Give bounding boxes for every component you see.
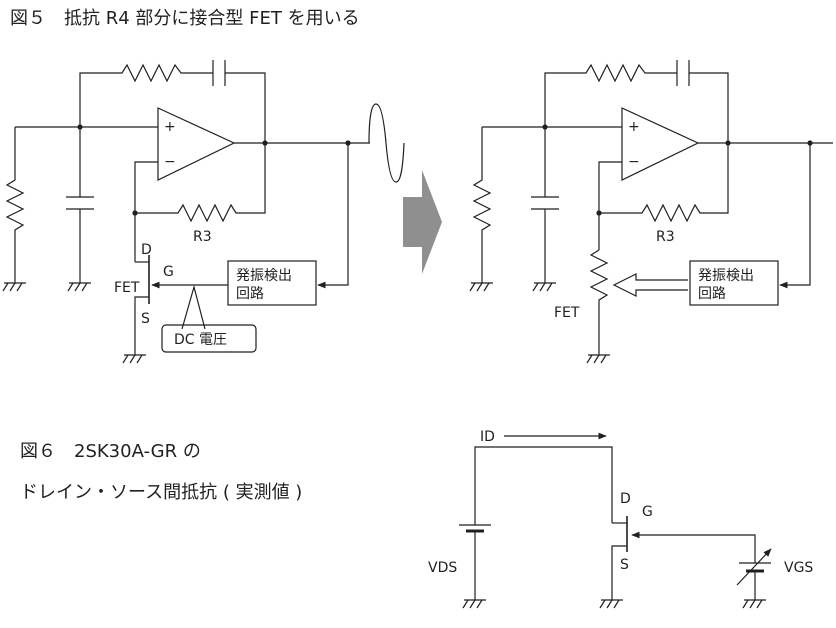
fig6-drain-label: D — [620, 491, 631, 507]
fig5-title: 図５ 抵抗 R4 部分に接合型 FET を用いる — [10, 8, 360, 29]
sine-wave-icon — [368, 103, 405, 183]
right-osc-detector-box — [689, 260, 779, 306]
fig6-vgs-battery — [739, 562, 771, 600]
right-feedback-rc — [544, 60, 729, 143]
ground-symbol — [462, 599, 486, 609]
left-inverting-wire — [134, 161, 158, 262]
right-circuit: + − R3 FET 発振検出 回路 — [469, 60, 833, 364]
ground-symbol — [469, 282, 493, 292]
ground-symbol — [122, 354, 146, 364]
ground-symbol — [67, 282, 91, 292]
transition-arrow-icon — [403, 170, 442, 274]
fig6-title-line2: ドレイン・ソース間抵抗 ( 実測値 ) — [20, 482, 302, 503]
fig6-circuit: ID VDS D G S VGS — [428, 429, 813, 609]
output-to-detector-wire — [317, 143, 349, 289]
jfet-drain-label: D — [141, 242, 152, 258]
jfet-gate-label: G — [163, 264, 174, 280]
fig6-gate-wire — [631, 531, 756, 563]
fig6-title-line1: 図６ 2SK30A-GR の — [20, 441, 201, 462]
fig6-source-label: S — [620, 557, 629, 573]
fig6-id-label: ID — [480, 429, 495, 445]
dc-voltage-box — [161, 324, 257, 353]
hollow-control-arrow-icon — [612, 273, 688, 297]
fig6-vgs-label: VGS — [784, 560, 813, 576]
fig6-gate-label: G — [642, 504, 653, 520]
osc-detector-line1: 発振検出 — [698, 268, 754, 284]
jfet-source-lead — [134, 296, 149, 355]
osc-detector-line2: 回路 — [698, 286, 726, 302]
left-osc-detector-box — [227, 260, 317, 306]
ground-symbol — [2, 282, 26, 292]
right-output-to-detector-wire — [779, 143, 811, 289]
fig6-top-wire — [474, 446, 613, 525]
jfet-source-label: S — [141, 311, 150, 327]
dc-voltage-label: DC 電圧 — [174, 332, 227, 348]
opamp-plus: + — [628, 119, 640, 135]
fig6-jfet-source-lead — [611, 545, 627, 600]
right-capacitor — [531, 127, 559, 283]
left-circuit: + − R3 D G S FET 発振検出 回路 DC 電圧 — [2, 60, 405, 364]
right-r3 — [599, 143, 729, 223]
ground-symbol — [532, 282, 556, 292]
ground-symbol — [599, 599, 623, 609]
jfet-fet-label: FET — [114, 280, 140, 296]
opamp-minus: − — [628, 154, 640, 170]
osc-detector-line2: 回路 — [236, 286, 264, 302]
dc-voltage-leader — [181, 284, 206, 330]
right-fet-resistor — [589, 249, 609, 355]
fig6-vds-label: VDS — [428, 560, 457, 576]
opamp-minus: − — [164, 154, 176, 170]
ground-symbol — [586, 354, 610, 364]
r3-label: R3 — [656, 229, 675, 245]
osc-detector-line1: 発振検出 — [236, 268, 292, 284]
right-input-resistor — [472, 127, 492, 283]
r3-label: R3 — [193, 229, 212, 245]
left-r3 — [135, 143, 266, 223]
left-feedback-rc — [79, 60, 266, 143]
left-opamp — [157, 107, 236, 181]
right-opamp — [621, 107, 700, 181]
left-input-resistor — [5, 127, 25, 283]
left-capacitor — [66, 127, 94, 283]
fig6-vgs-variable-arrow — [736, 548, 772, 586]
right-inverting-wire — [598, 161, 622, 250]
opamp-plus: + — [164, 119, 176, 135]
ground-symbol — [742, 599, 766, 609]
right-fet-label: FET — [554, 305, 580, 321]
